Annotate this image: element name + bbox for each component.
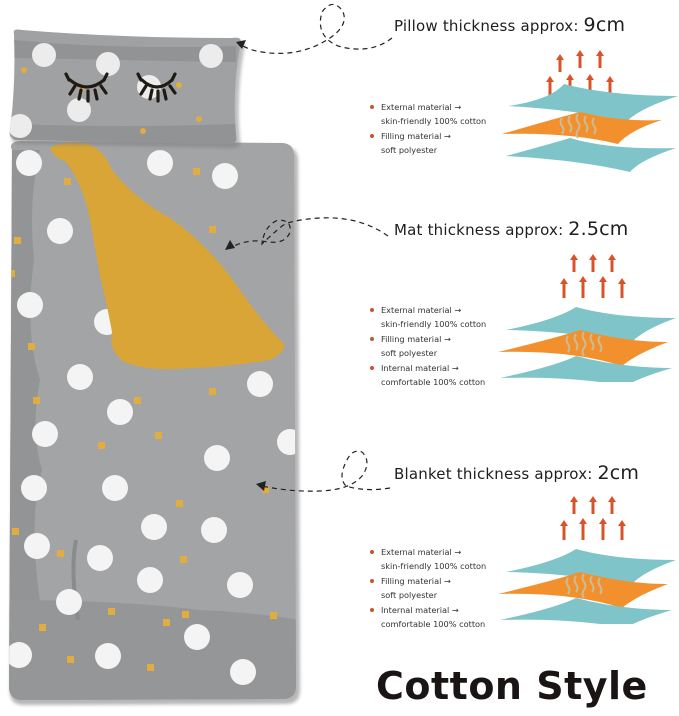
blanket-thickness-title: Blanket thickness approx: 2cm: [394, 462, 639, 484]
heat-arrows-icon: [560, 496, 626, 540]
warmth-waves-icon: [559, 113, 597, 139]
pillow: [9, 29, 241, 144]
bullet-icon: [370, 578, 374, 583]
material-item: Internal material → comfortable 100% cot…: [369, 361, 486, 390]
pillow-thickness-title: Pillow thickness approx: 9cm: [394, 14, 625, 36]
pillow-thickness-value: 9cm: [583, 14, 626, 36]
pillow-thickness-label: Pillow thickness approx:: [394, 17, 579, 35]
blanket: [50, 142, 285, 370]
mat-layers-diagram: [498, 254, 676, 382]
pillow-materials-list: External material → skin-friendly 100% c…: [369, 100, 486, 158]
warmth-waves-icon: [565, 573, 603, 599]
mat-thickness-title: Mat thickness approx: 2.5cm: [394, 218, 628, 240]
inner-fabric-layer: [500, 598, 672, 624]
outer-fabric-layer: [506, 549, 676, 586]
blanket-materials-list: External material → skin-friendly 100% c…: [369, 545, 486, 631]
blanket-layers-diagram: [498, 496, 676, 624]
mat-thickness-value: 2.5cm: [568, 218, 629, 240]
nap-mat-illustration: [9, 29, 300, 705]
pillow-layers-diagram: [502, 50, 678, 172]
blanket-thickness-value: 2cm: [597, 462, 640, 484]
material-item: Filling material → soft polyester: [369, 129, 486, 158]
bullet-icon: [370, 550, 374, 554]
material-item: External material → skin-friendly 100% c…: [369, 100, 486, 129]
outer-fabric-layer: [506, 307, 676, 344]
material-item: Filling material → soft polyester: [369, 574, 486, 603]
bullet-icon: [370, 365, 374, 370]
mat-thickness-label: Mat thickness approx:: [394, 221, 564, 239]
confetti: [9, 168, 277, 671]
bullet-icon: [370, 105, 374, 109]
blanket-thickness-label: Blanket thickness approx:: [394, 465, 593, 483]
bullet-icon: [370, 336, 374, 341]
heat-arrows-icon: [546, 50, 614, 96]
mat-materials-list: External material → skin-friendly 100% c…: [369, 303, 486, 389]
heat-arrows-icon: [560, 254, 626, 298]
filling-layer: [502, 112, 662, 144]
inner-fabric-layer: [506, 138, 676, 172]
material-item: Filling material → soft polyester: [369, 332, 486, 361]
bullet-icon: [370, 133, 374, 138]
bullet-icon: [370, 607, 374, 612]
sleepy-eyes-icon: [64, 72, 177, 103]
material-item: External material → skin-friendly 100% c…: [369, 303, 486, 332]
material-item: Internal material → comfortable 100% cot…: [369, 603, 486, 632]
warmth-waves-icon: [565, 331, 603, 357]
inner-fabric-layer: [500, 356, 672, 382]
bullet-icon: [370, 308, 374, 312]
outer-fabric-layer: [508, 84, 678, 122]
cotton-style-title: Cotton Style: [376, 664, 648, 708]
polka-dots: [9, 150, 296, 685]
material-item: External material → skin-friendly 100% c…: [369, 545, 486, 574]
